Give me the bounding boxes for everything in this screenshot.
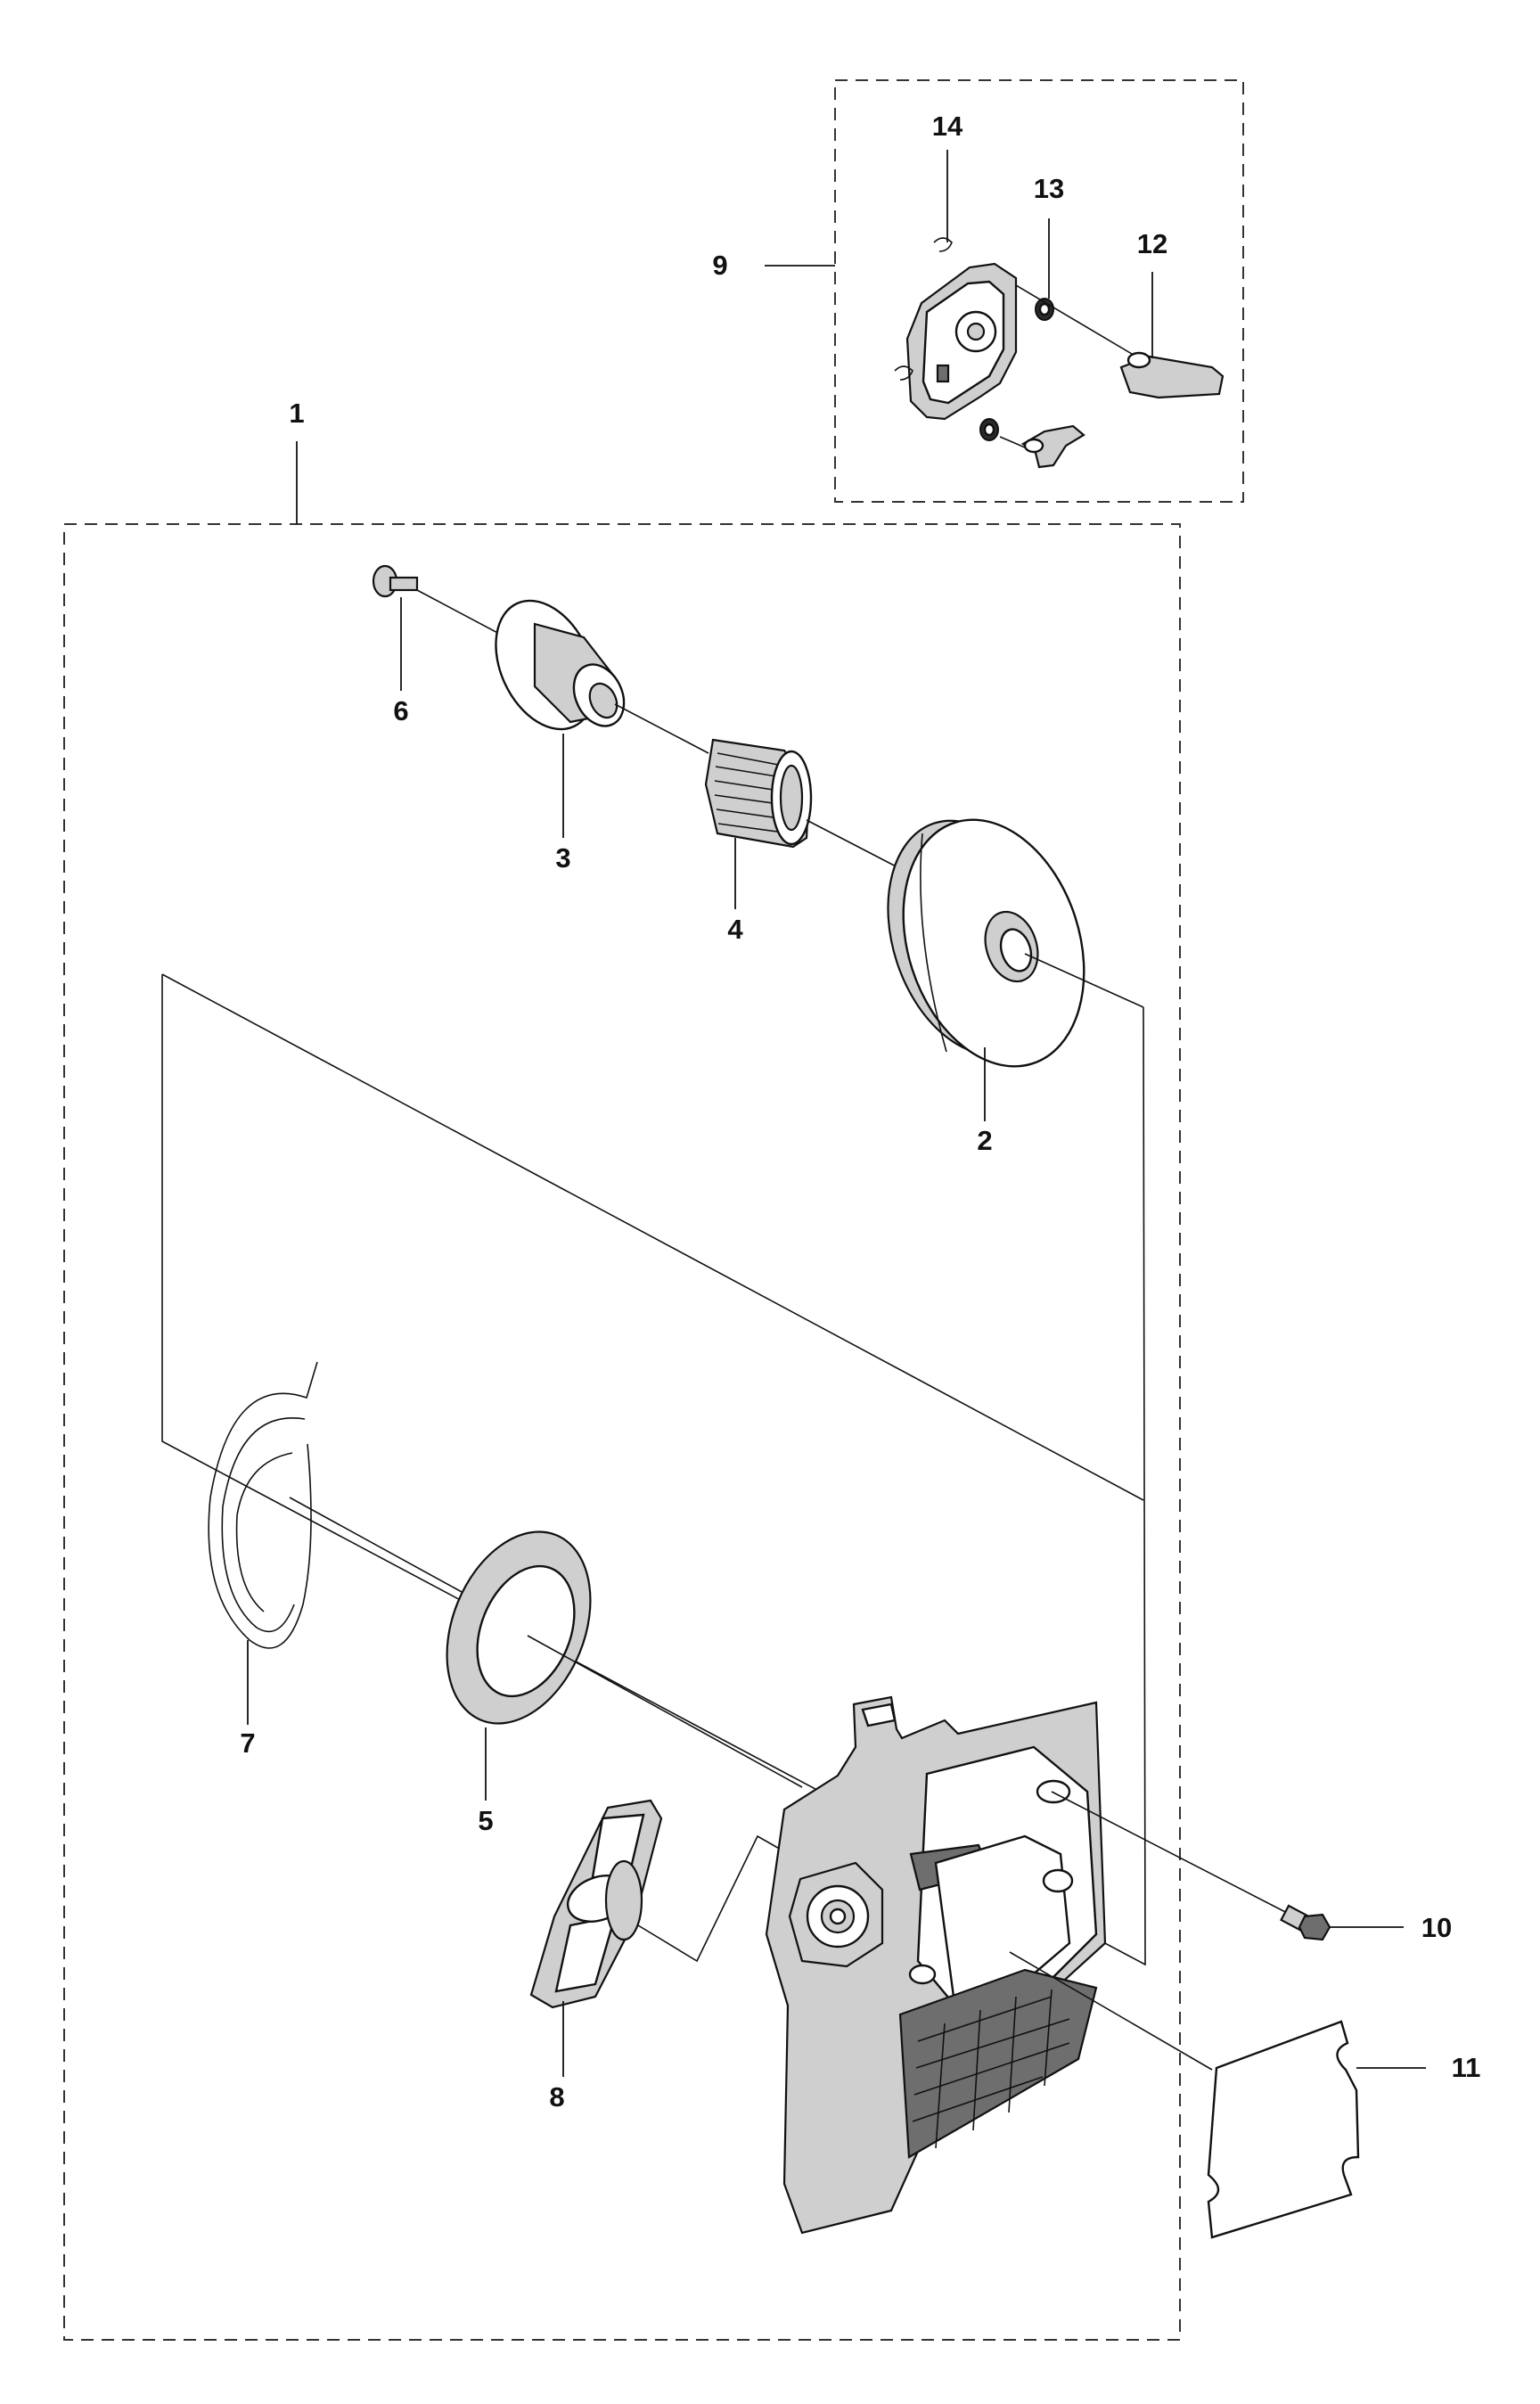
callout-4: 4 [727, 914, 743, 945]
callout-1: 1 [289, 398, 304, 429]
callout-6: 6 [393, 695, 408, 726]
part-7-starter-rope [208, 1361, 518, 1649]
part-8-starter-handle [529, 1799, 790, 2009]
pawl-spring-lower [979, 418, 999, 441]
assembly-reference-line [161, 973, 1146, 1966]
callout-5: 5 [478, 1805, 493, 1836]
pawl-upper [1015, 284, 1225, 399]
group-box-1 [63, 523, 1181, 2341]
callout-10: 10 [1421, 1912, 1452, 1943]
callout-2: 2 [977, 1125, 992, 1156]
pawl-holder-center-hole [966, 322, 986, 341]
callout-11: 11 [1452, 2052, 1481, 2083]
callout-13: 13 [1034, 173, 1064, 204]
part-4-coil-spring [704, 738, 928, 883]
part-10-screw [1051, 1791, 1404, 1941]
part-11-decal [1009, 1951, 1426, 2239]
pawl-holder-slot [936, 364, 950, 383]
housing-grille-lines [912, 1989, 1070, 2149]
part-3-flange-bushing [495, 599, 709, 754]
callout-12: 12 [1137, 228, 1167, 259]
part-2-pulley [887, 818, 1144, 1068]
callout-8: 8 [549, 2081, 564, 2113]
callout-9: 9 [712, 250, 727, 281]
retaining-clip-top [933, 237, 953, 252]
part-5-washer [446, 1530, 803, 1788]
callout-14: 14 [932, 111, 963, 142]
retaining-clip-left [894, 365, 913, 381]
group-box-9 [834, 79, 1244, 503]
starter-housing [765, 1695, 1107, 2235]
callout-7: 7 [240, 1727, 255, 1759]
part-6-screw [372, 564, 549, 660]
pawl-lower [999, 424, 1085, 469]
pawl-holder-assembly [894, 237, 1225, 469]
callout-3: 3 [555, 842, 570, 874]
